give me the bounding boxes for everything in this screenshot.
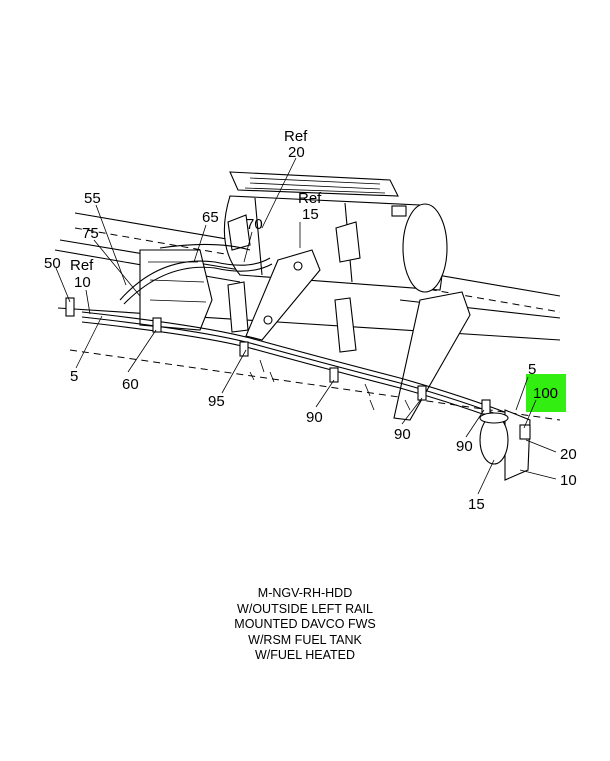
callout-ref-10: Ref	[70, 257, 94, 274]
callout-20-right: 20	[560, 446, 577, 463]
caption-line-5: W/FUEL HEATED	[254, 648, 355, 662]
callout-55: 55	[84, 190, 101, 207]
fuel-tank	[223, 195, 448, 293]
callout-90-a: 90	[306, 409, 323, 426]
diagram-caption: M-NGV-RH-HDD W/OUTSIDE LEFT RAIL MOUNTED…	[0, 586, 610, 664]
callout-70: 70	[246, 216, 263, 233]
caption-line-3: MOUNTED DAVCO FWS	[234, 617, 376, 631]
callout-labels: Ref 20 55 65 Ref 15 75 70 50 Ref 10 5 60…	[44, 128, 577, 513]
callout-75: 75	[82, 225, 99, 242]
callout-ref-20: Ref	[284, 128, 308, 145]
callout-10-left: 10	[74, 274, 91, 291]
fuel-lines	[81, 243, 521, 429]
callout-ref-15: Ref	[298, 190, 322, 207]
rail-housing	[139, 249, 213, 331]
callout-10-right: 10	[560, 472, 577, 489]
callout-90-c: 90	[456, 438, 473, 455]
callout-100: 100	[533, 385, 558, 402]
highlight-box-100	[526, 374, 566, 412]
caption-line-1: M-NGV-RH-HDD	[257, 586, 353, 600]
callout-15-top: 15	[302, 206, 319, 223]
callout-50: 50	[44, 255, 61, 272]
callout-15-bottom: 15	[468, 496, 485, 513]
leader-lines	[55, 157, 557, 495]
caption-line-4: W/RSM FUEL TANK	[248, 632, 362, 647]
callout-60: 60	[122, 376, 139, 393]
callout-90-b: 90	[394, 426, 411, 443]
line-clips	[65, 297, 491, 415]
callout-95: 95	[208, 393, 225, 410]
crossmember	[245, 249, 321, 341]
callout-65: 65	[202, 209, 219, 226]
tank-brackets	[227, 214, 471, 421]
step-plate	[229, 171, 399, 197]
callout-20-top: 20	[288, 144, 305, 161]
callout-5-left: 5	[70, 368, 78, 385]
caption-line-2: W/OUTSIDE LEFT RAIL	[237, 601, 373, 616]
callout-5-right: 5	[528, 361, 536, 378]
fuel-water-separator	[479, 409, 531, 481]
